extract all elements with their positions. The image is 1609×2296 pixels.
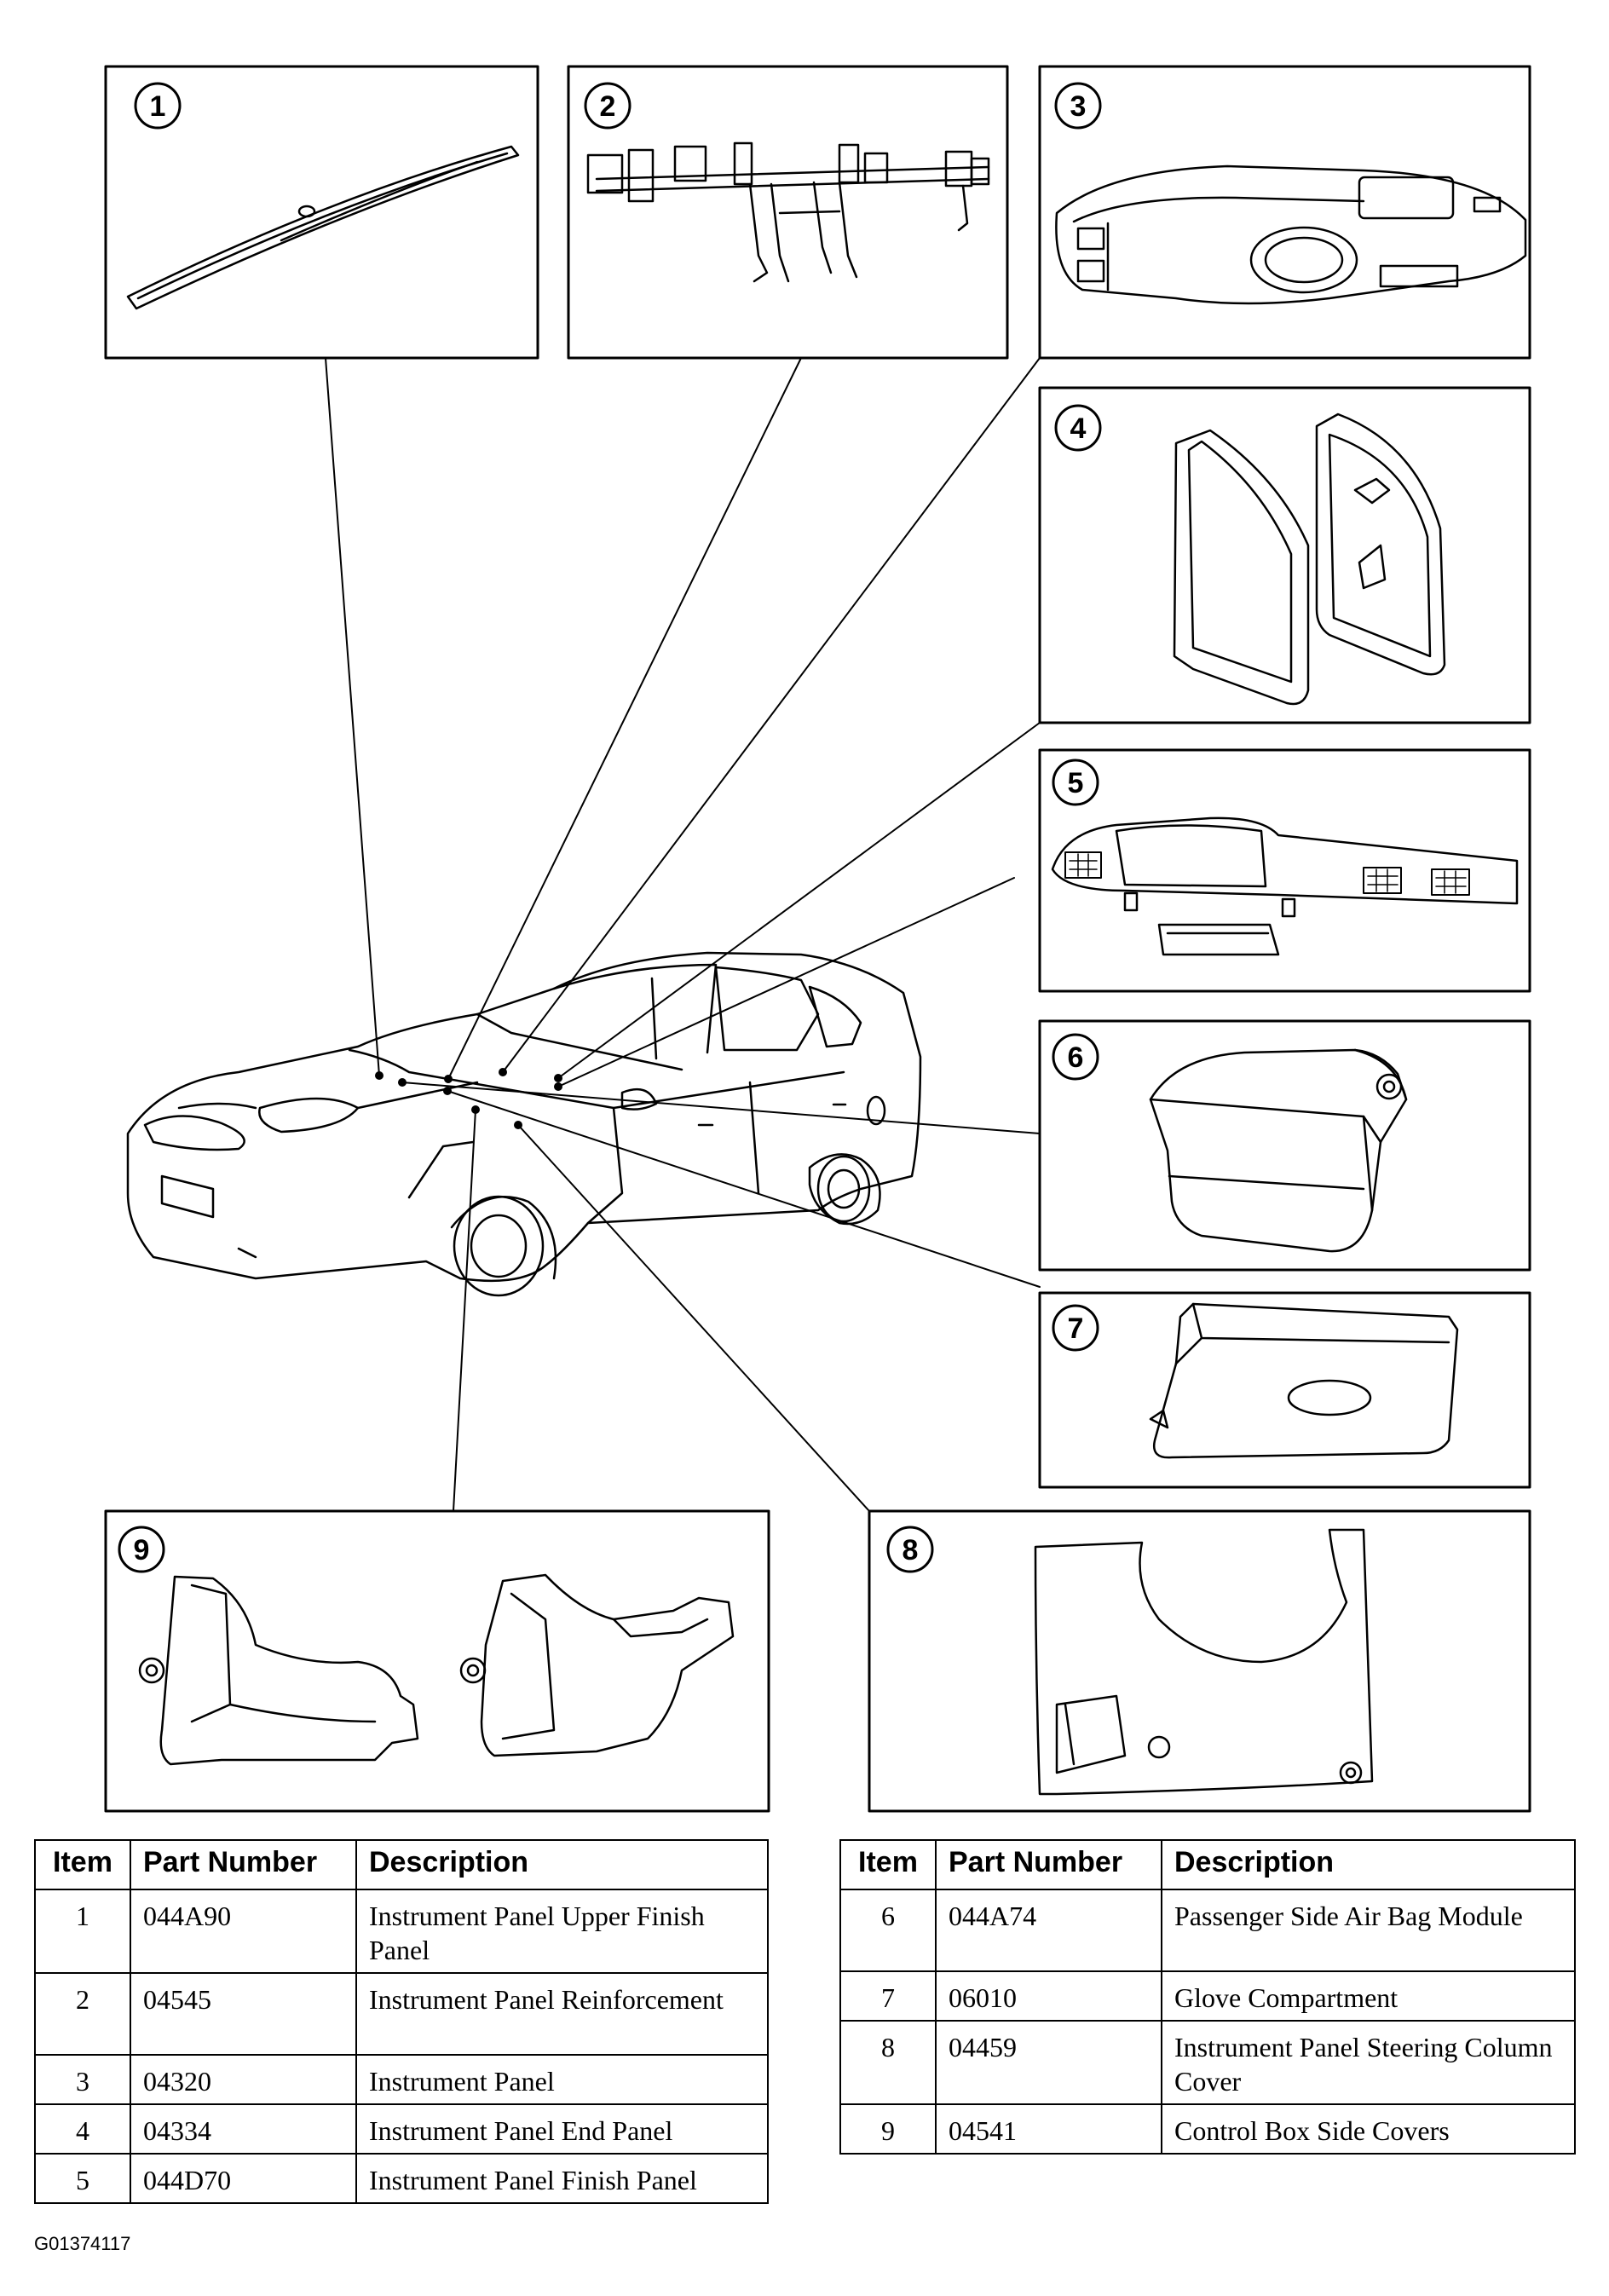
table-row: 3 04320 Instrument Panel (34, 2054, 769, 2105)
end-panel-illustration (1173, 412, 1446, 706)
panel-item-5: 5 (1038, 748, 1531, 993)
table-header-row: Item Part Number Description (34, 1839, 769, 1890)
part-number-cell: 06010 (935, 1970, 1162, 2022)
column-header-part-number: Part Number (130, 1839, 357, 1890)
description-cell: Instrument Panel (355, 2054, 769, 2105)
svg-text:6: 6 (1068, 1041, 1084, 1074)
callout-badge-4: 4 (1054, 404, 1102, 452)
description-cell: Instrument Panel Reinforcement (355, 1972, 769, 2056)
air-bag-module-illustration (1149, 1048, 1408, 1253)
item-cell: 2 (34, 1972, 131, 2056)
part-number-cell: 044A90 (130, 1889, 357, 1974)
exploded-parts-diagram: 1 2 (104, 65, 1531, 1813)
panel-item-4: 4 (1038, 386, 1531, 724)
panel-item-2: 2 (567, 65, 1009, 360)
column-header-item: Item (839, 1839, 937, 1890)
callout-badge-8: 8 (886, 1526, 934, 1573)
part-number-cell: 044D70 (130, 2153, 357, 2204)
steering-column-cover-illustration (1034, 1528, 1374, 1796)
panel-item-1: 1 (104, 65, 539, 360)
description-cell: Passenger Side Air Bag Module (1161, 1889, 1576, 1972)
panel-item-9: 9 (104, 1509, 770, 1813)
vehicle-illustration (126, 951, 922, 1297)
item-cell: 3 (34, 2054, 131, 2105)
svg-text:4: 4 (1070, 412, 1087, 445)
description-cell: Glove Compartment (1161, 1970, 1576, 2022)
upper-finish-panel-illustration (126, 145, 520, 310)
table-header-row: Item Part Number Description (839, 1839, 1576, 1890)
reinforcement-illustration (586, 141, 990, 283)
instrument-panel-illustration (1055, 164, 1527, 305)
table-row: 2 04545 Instrument Panel Reinforcement (34, 1972, 769, 2056)
item-cell: 9 (839, 2103, 937, 2155)
table-row: 7 06010 Glove Compartment (839, 1970, 1576, 2022)
svg-text:2: 2 (600, 90, 616, 123)
callout-badge-3: 3 (1054, 82, 1102, 130)
item-cell: 5 (34, 2153, 131, 2204)
item-cell: 4 (34, 2103, 131, 2155)
callout-badge-7: 7 (1052, 1304, 1099, 1352)
item-cell: 6 (839, 1889, 937, 1972)
description-cell: Instrument Panel Finish Panel (355, 2153, 769, 2204)
left-side-cover-illustration (138, 1575, 419, 1766)
svg-text:9: 9 (134, 1534, 150, 1566)
description-cell: Instrument Panel Upper Finish Panel (355, 1889, 769, 1974)
description-cell: Instrument Panel End Panel (355, 2103, 769, 2155)
callout-badge-9: 9 (118, 1526, 165, 1573)
callout-badge-2: 2 (584, 82, 631, 130)
table-row: 5 044D70 Instrument Panel Finish Panel (34, 2153, 769, 2204)
part-number-cell: 04459 (935, 2020, 1162, 2105)
callout-badge-6: 6 (1052, 1033, 1099, 1081)
table-row: 9 04541 Control Box Side Covers (839, 2103, 1576, 2155)
parts-table-left: Item Part Number Description 1 044A90 In… (34, 1839, 769, 2204)
svg-text:3: 3 (1070, 90, 1087, 123)
table-row: 8 04459 Instrument Panel Steering Column… (839, 2020, 1576, 2105)
svg-text:5: 5 (1068, 767, 1084, 799)
finish-panel-illustration (1051, 816, 1519, 956)
panel-item-7: 7 (1038, 1291, 1531, 1489)
part-number-cell: 04545 (130, 1972, 357, 2056)
part-number-cell: 044A74 (935, 1889, 1162, 1972)
column-header-part-number: Part Number (935, 1839, 1162, 1890)
part-number-cell: 04541 (935, 2103, 1162, 2155)
description-cell: Control Box Side Covers (1161, 2103, 1576, 2155)
part-number-cell: 04320 (130, 2054, 357, 2105)
description-cell: Instrument Panel Steering Column Cover (1161, 2020, 1576, 2105)
panel-item-6: 6 (1038, 1019, 1531, 1272)
column-header-description: Description (355, 1839, 769, 1890)
svg-text:8: 8 (903, 1534, 919, 1566)
parts-table-right: Item Part Number Description 6 044A74 Pa… (839, 1839, 1576, 2155)
column-header-description: Description (1161, 1839, 1576, 1890)
column-header-item: Item (34, 1839, 131, 1890)
right-side-cover-illustration (459, 1573, 735, 1757)
table-row: 1 044A90 Instrument Panel Upper Finish P… (34, 1889, 769, 1974)
leader-line-dots (375, 1068, 562, 1129)
callout-badge-1: 1 (134, 82, 182, 130)
item-cell: 7 (839, 1970, 937, 2022)
svg-text:1: 1 (150, 90, 166, 123)
figure-code: G01374117 (34, 2233, 131, 2254)
part-number-cell: 04334 (130, 2103, 357, 2155)
item-cell: 8 (839, 2020, 937, 2105)
panel-item-3: 3 (1038, 65, 1531, 360)
callout-badge-5: 5 (1052, 759, 1099, 806)
glove-compartment-illustration (1149, 1302, 1459, 1459)
panel-item-8: 8 (868, 1509, 1531, 1813)
table-row: 6 044A74 Passenger Side Air Bag Module (839, 1889, 1576, 1972)
leader-lines (325, 357, 1041, 1512)
svg-text:7: 7 (1068, 1312, 1084, 1345)
item-cell: 1 (34, 1889, 131, 1974)
table-row: 4 04334 Instrument Panel End Panel (34, 2103, 769, 2155)
